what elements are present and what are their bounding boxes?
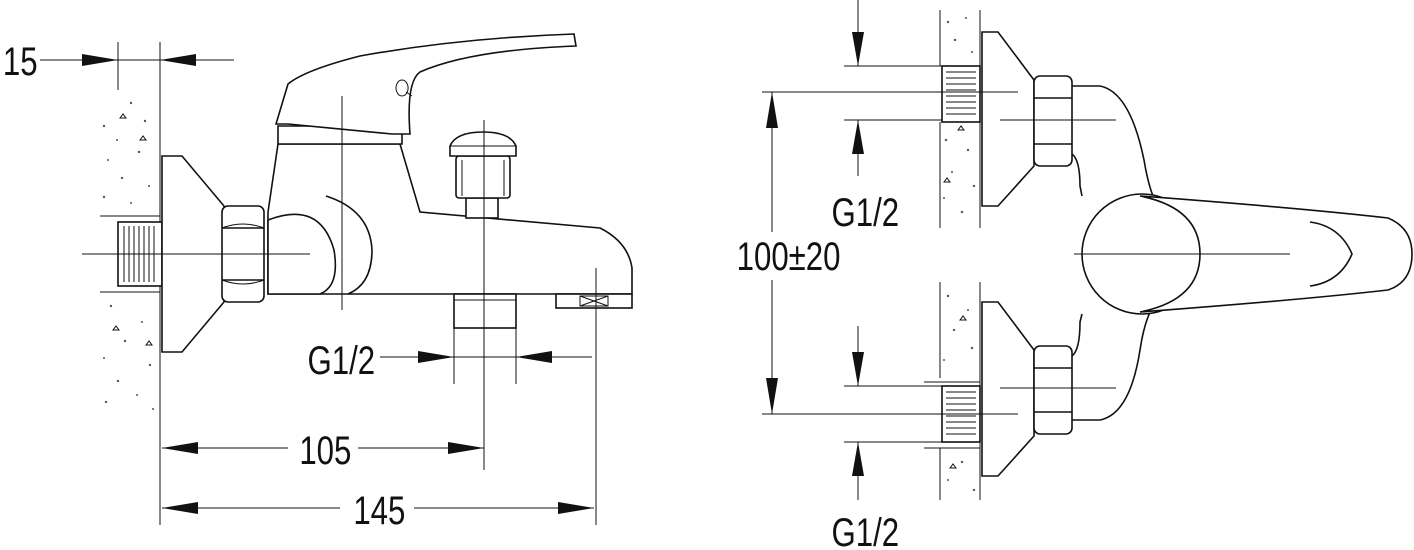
dimension-145: 145 [162,488,594,533]
dim-label-15: 15 [3,39,38,84]
dimension-105: 105 [162,428,484,473]
spout-aerator [555,293,633,309]
dim-label-g12-bottom: G1/2 [832,510,900,550]
dimension-inlet-thread-bottom: G1/2 [832,326,900,550]
side-view: 15 G1/2 105 145 [3,33,633,533]
center-lines [82,96,597,525]
dimension-wall-offset: 15 [3,39,234,84]
dimension-outlet-thread: G1/2 [308,328,592,384]
escutcheon-top [981,31,1035,207]
hex-nut-bottom [1033,345,1073,435]
dim-label-105: 105 [299,428,351,473]
dimension-inlet-thread-top: G1/2 [832,0,900,235]
escutcheon-bottom [981,301,1035,477]
shower-outlet [453,293,517,329]
lever-handle [274,33,577,135]
dimension-inlet-spacing: 100±20 [737,92,841,414]
inlet-thread-top [941,65,981,123]
hex-nut-top [1033,75,1073,167]
front-center-lines [762,65,1290,449]
front-view: G1/2 100±20 G1/2 [737,0,1413,550]
dim-label-145: 145 [353,488,405,533]
dim-label-g12-top: G1/2 [832,190,900,235]
diverter-knob [449,131,517,219]
dim-label-100-20: 100±20 [737,234,841,279]
dim-label-g12-outlet: G1/2 [308,338,376,383]
wall-section-top [939,10,981,228]
